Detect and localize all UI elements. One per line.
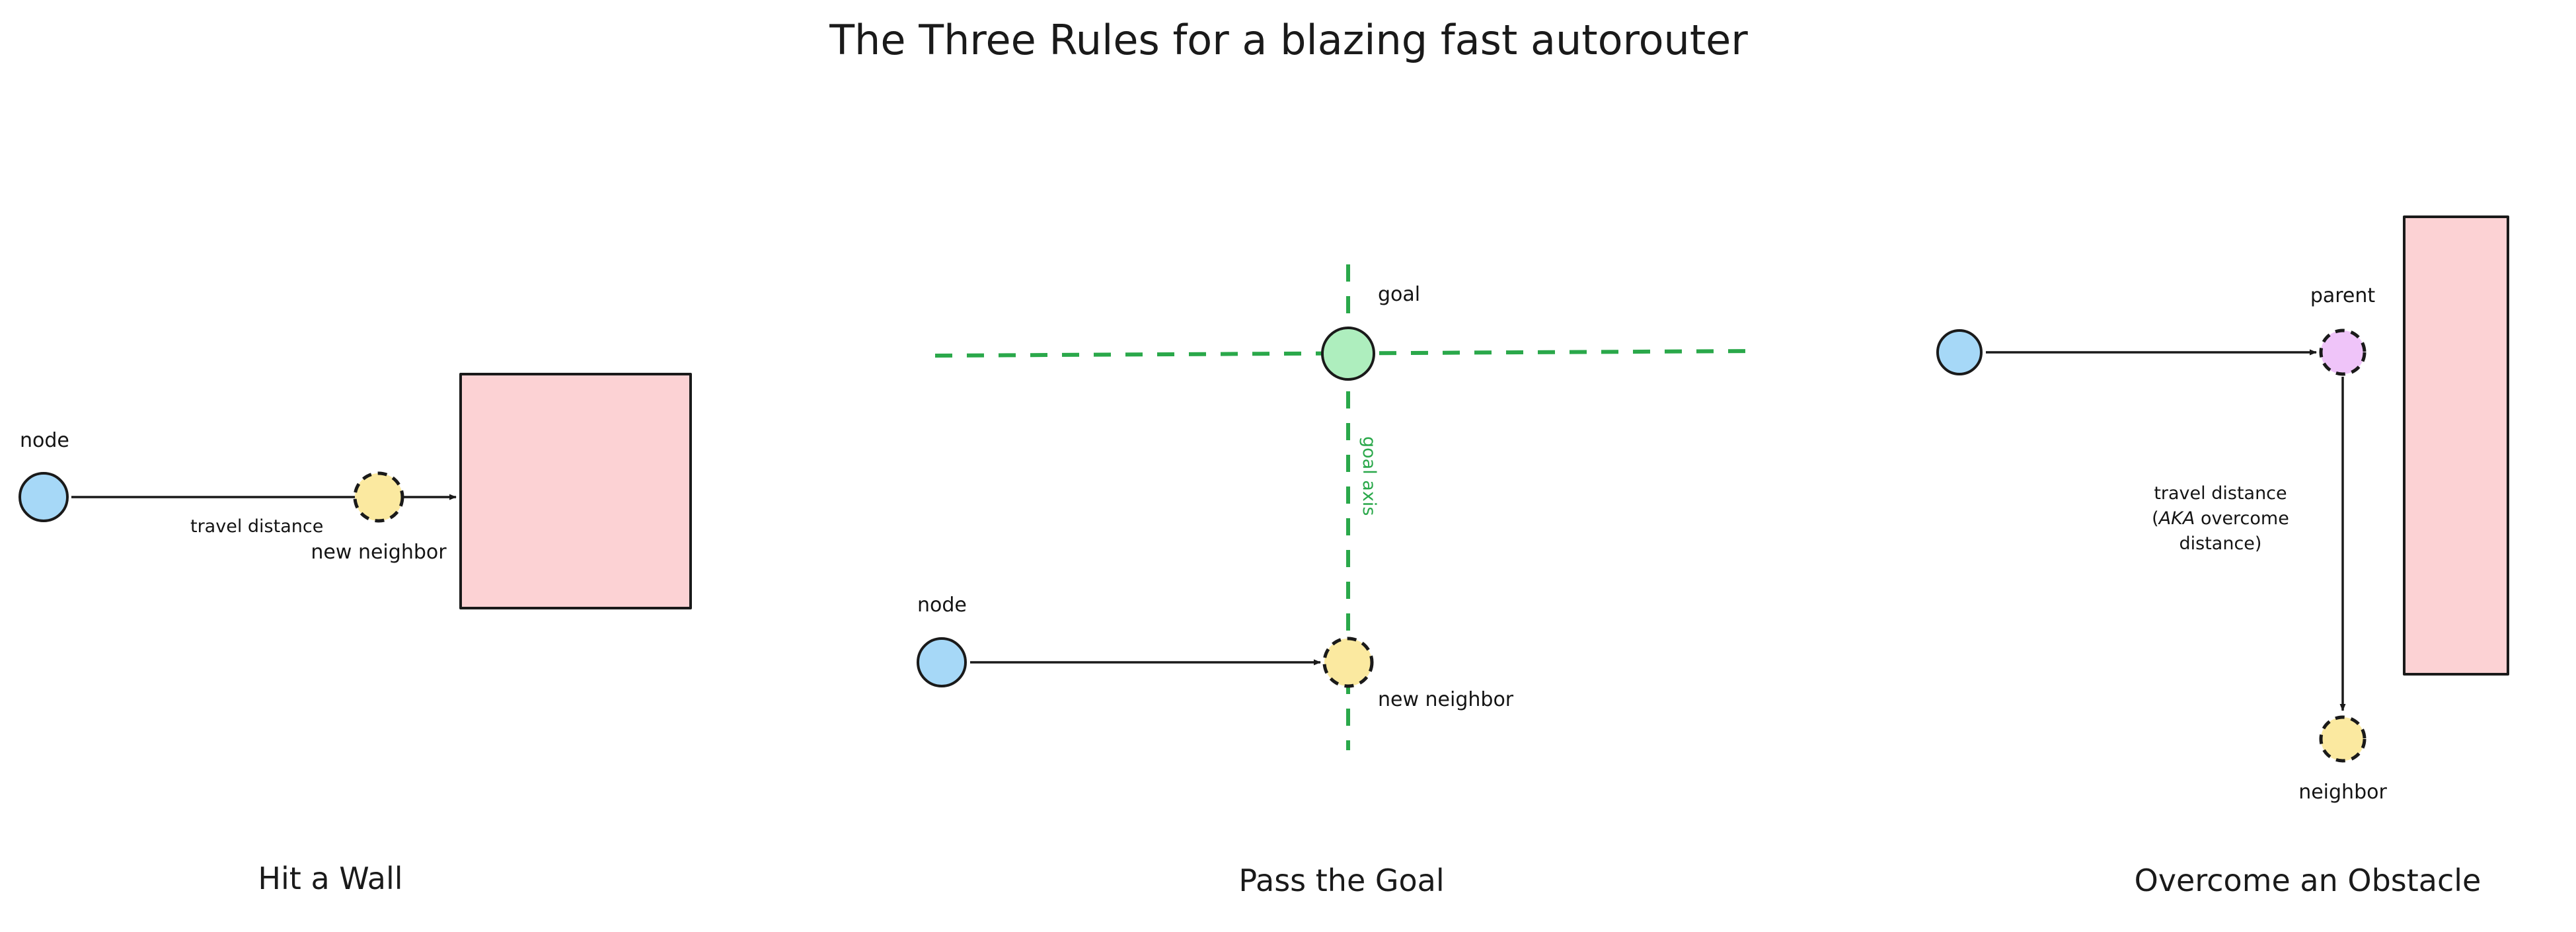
graph-node-node[interactable]: [917, 637, 967, 687]
caption-hit-a-wall: Hit a Wall: [258, 861, 402, 896]
goal-axis-label: goal axis: [1359, 436, 1379, 516]
node-label-new-neighbor: new neighbor: [1378, 688, 1514, 711]
node-circle[interactable]: [2319, 715, 2367, 763]
nodes-layer: [19, 327, 2367, 763]
node-circle[interactable]: [353, 471, 404, 523]
graph-node-new-neighbor[interactable]: [353, 471, 404, 523]
graph-node-node[interactable]: [1936, 329, 1983, 375]
goal-axis-line: [934, 349, 1760, 358]
node-label-node: node: [917, 594, 967, 617]
caption-pass-the-goal: Pass the Goal: [1238, 863, 1444, 898]
node-circle[interactable]: [19, 472, 69, 522]
node-label-parent: parent: [2310, 284, 2376, 307]
captions-layer: Hit a Wall Pass the Goal Overcome an Obsta…: [258, 861, 2481, 898]
graph-node-node[interactable]: [19, 472, 69, 522]
node-circle[interactable]: [1322, 637, 1374, 688]
page-title: The Three Rules for a blazing fast autor…: [829, 16, 1748, 64]
wall-obstacle: [459, 373, 692, 609]
node-circle[interactable]: [1321, 327, 1375, 381]
node-circle[interactable]: [1936, 329, 1983, 375]
axes-layer: [934, 264, 1760, 750]
wall-obstacle: [2403, 215, 2509, 676]
node-label-goal: goal: [1378, 283, 1420, 306]
graph-node-parent[interactable]: [2319, 329, 2367, 376]
node-label-node: node: [20, 429, 69, 452]
node-label-new-neighbor: new neighbor: [311, 541, 447, 564]
graph-node-goal[interactable]: [1321, 327, 1375, 381]
edge-label: travel distance: [190, 516, 323, 537]
graph-node-neighbor[interactable]: [2319, 715, 2367, 763]
obstacles-layer: [459, 215, 2509, 676]
node-circle[interactable]: [917, 637, 967, 687]
caption-overcome-an-obstacle: Overcome an Obstacle: [2135, 863, 2481, 898]
node-circle[interactable]: [2319, 329, 2367, 376]
graph-node-new-neighbor[interactable]: [1322, 637, 1374, 688]
labels-layer: travel distance node new neighbor goal axis…: [20, 283, 2387, 804]
node-label-neighbor: neighbor: [2298, 781, 2387, 804]
